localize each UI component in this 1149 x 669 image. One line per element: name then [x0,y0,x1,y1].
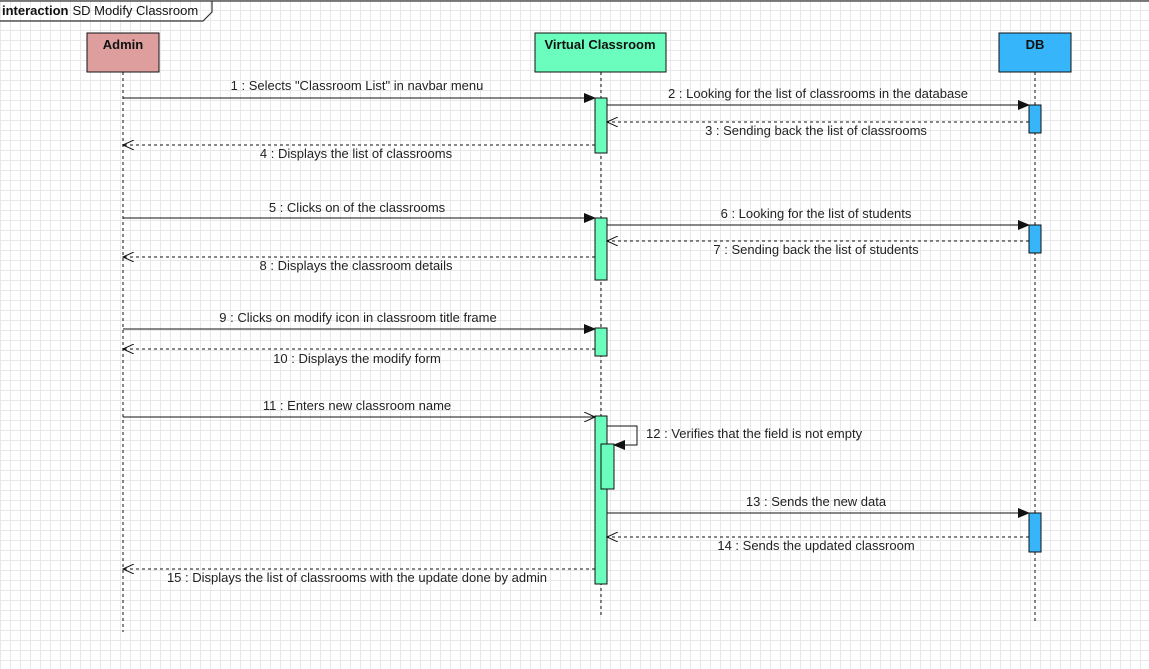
message-1[interactable]: 1 : Selects "Classroom List" in navbar m… [123,78,596,103]
message-number: 11 [263,398,277,413]
message-text: Looking for the list of students [739,206,912,221]
message-9[interactable]: 9 : Clicks on modify icon in classroom t… [123,310,596,334]
svg-text:7 : Sending back the list of s: 7 : Sending back the list of students [713,242,919,257]
svg-text:13 : Sends the new data: 13 : Sends the new data [746,494,887,509]
lifeline-name-db: DB [1026,37,1045,52]
message-text: Selects "Classroom List" in navbar menu [249,78,484,93]
message-number: 3 [705,123,712,138]
message-2[interactable]: 2 : Looking for the list of classrooms i… [607,86,1030,110]
svg-text:5 : Clicks on of the classroom: 5 : Clicks on of the classrooms [269,200,446,215]
db-activation-1 [1028,104,1042,134]
message-8[interactable]: 8 : Displays the classroom details [123,257,595,273]
message-10[interactable]: 10 : Displays the modify form [123,349,595,366]
message-number: 5 [269,200,276,215]
message-text: Clicks on modify icon in classroom title… [237,310,496,325]
message-number: 9 [219,310,226,325]
message-number: 15 [167,570,181,585]
message-number: 2 [668,86,675,101]
message-4[interactable]: 4 : Displays the list of classrooms [123,145,595,161]
svg-text:12 : Verifies that the field i: 12 : Verifies that the field is not empt… [646,426,863,441]
lifeline-name-virtual-classroom: Virtual Classroom [544,37,655,52]
message-number: 4 [260,146,267,161]
vc-activation-4 [594,415,608,585]
db-activation-2 [1028,224,1042,254]
message-7[interactable]: 7 : Sending back the list of students [607,241,1029,257]
message-15[interactable]: 15 : Displays the list of classrooms wit… [123,569,595,585]
frame-keyword: interaction [2,3,69,18]
svg-text:15 : Displays the list of clas: 15 : Displays the list of classrooms wit… [167,570,547,585]
message-text: Clicks on of the classrooms [287,200,446,215]
vc-activation-3 [594,327,608,357]
message-number: 10 [273,351,287,366]
message-number: 7 [713,242,720,257]
frame-name: SD Modify Classroom [72,3,198,18]
svg-text:1 : Selects "Classroom List" i: 1 : Selects "Classroom List" in navbar m… [231,78,484,93]
message-text: Verifies that the field is not empty [671,426,862,441]
message-text: Sending back the list of classrooms [723,123,927,138]
vc-activation-1 [594,97,608,154]
lifeline-head-virtual-classroom[interactable]: Virtual Classroom [534,32,667,73]
message-number: 1 [231,78,238,93]
message-text: Sending back the list of students [731,242,919,257]
message-3[interactable]: 3 : Sending back the list of classrooms [607,122,1029,138]
message-text: Displays the classroom details [278,258,453,273]
message-number: 12 [646,426,660,441]
message-number: 6 [721,206,728,221]
lifeline-name-admin: Admin [103,37,144,52]
svg-text:3 : Sending back the list of c: 3 : Sending back the list of classrooms [705,123,927,138]
message-text: Sends the updated classroom [743,538,915,553]
lifeline-head-admin[interactable]: Admin [86,32,160,73]
vc-activation-2 [594,217,608,281]
message-text: Enters new classroom name [287,398,451,413]
message-text: Sends the new data [771,494,887,509]
message-text: Displays the list of classrooms [278,146,453,161]
svg-text:14 : Sends the updated classro: 14 : Sends the updated classroom [717,538,914,553]
svg-text:2 : Looking for the list of cl: 2 : Looking for the list of classrooms i… [668,86,968,101]
message-12[interactable]: 12 : Verifies that the field is not empt… [607,425,863,450]
lifeline-head-db[interactable]: DB [998,32,1072,73]
svg-text:6 : Looking for the list of st: 6 : Looking for the list of students [721,206,912,221]
svg-text:10 : Displays the modify form: 10 : Displays the modify form [273,351,441,366]
message-number: 13 [746,494,760,509]
db-activation-3 [1028,512,1042,553]
svg-text:9 : Clicks on modify icon in c: 9 : Clicks on modify icon in classroom t… [219,310,496,325]
message-5[interactable]: 5 : Clicks on of the classrooms [123,200,596,223]
message-text: Displays the list of classrooms with the… [192,570,547,585]
message-11[interactable]: 11 : Enters new classroom name [123,398,595,417]
message-text: Looking for the list of classrooms in th… [686,86,968,101]
message-13[interactable]: 13 : Sends the new data [607,494,1030,518]
message-6[interactable]: 6 : Looking for the list of students [607,206,1030,230]
vc-self-activation [600,443,615,490]
svg-text:11 : Enters new classroom name: 11 : Enters new classroom name [263,398,451,413]
message-text: Displays the modify form [298,351,440,366]
svg-text:8 : Displays the classroom det: 8 : Displays the classroom details [260,258,453,273]
message-number: 14 [717,538,731,553]
message-number: 8 [260,258,267,273]
message-14[interactable]: 14 : Sends the updated classroom [607,537,1029,553]
svg-text:4 : Displays the list of class: 4 : Displays the list of classrooms [260,146,453,161]
